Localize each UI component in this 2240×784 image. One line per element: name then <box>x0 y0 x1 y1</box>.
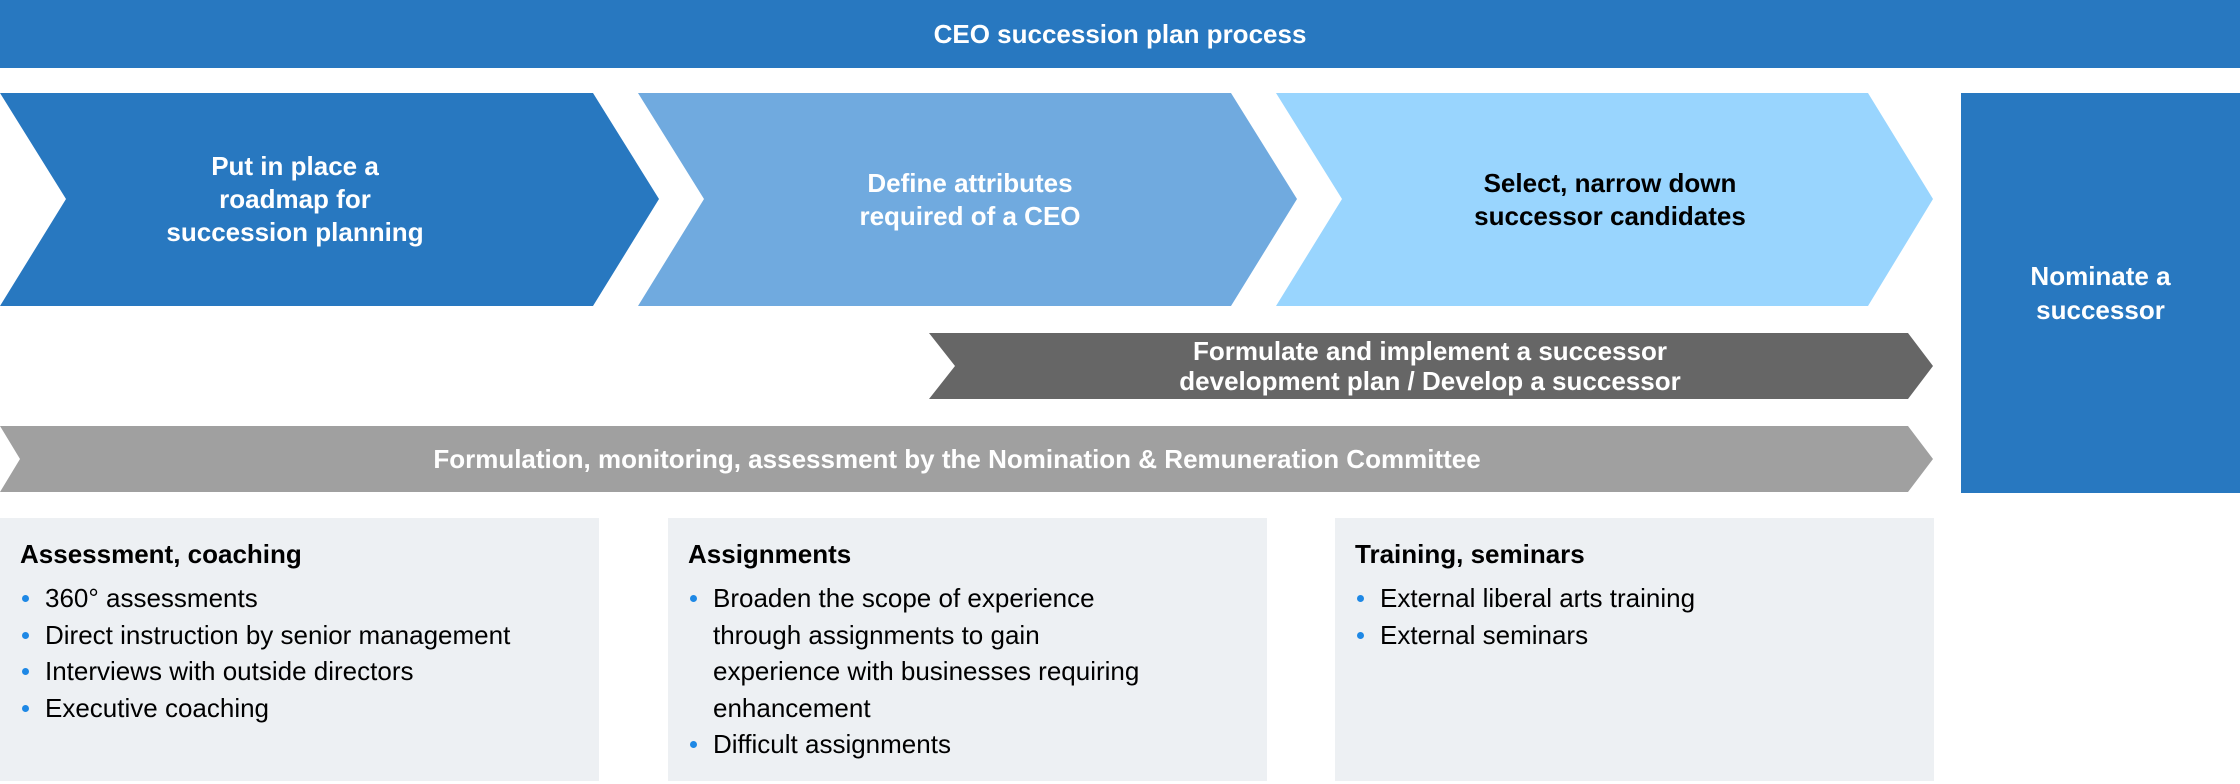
list-item: External liberal arts training <box>1355 580 1914 617</box>
box-title: Assessment, coaching <box>20 539 302 569</box>
page-title: CEO succession plan process <box>0 0 2240 68</box>
step-1-chevron <box>0 93 659 306</box>
box-assessment-coaching: Assessment, coaching 360° assessments Di… <box>0 518 599 781</box>
list-item-text: Broaden the scope of experience through … <box>713 583 1140 723</box>
bullet-list: 360° assessments Direct instruction by s… <box>20 580 579 726</box>
list-item-text: Direct instruction by senior management <box>45 619 511 650</box>
step-2-chevron <box>638 93 1297 306</box>
bullet-list: External liberal arts training External … <box>1355 580 1914 653</box>
bullet-icon <box>22 704 29 712</box>
list-item-text: Interviews with outside directors <box>45 656 414 686</box>
committee-bar-text: Formulation, monitoring, assessment by t… <box>433 443 1481 474</box>
box-title: Assignments <box>688 539 852 569</box>
list-item: Direct instruction by senior management <box>20 617 579 654</box>
list-item-text: External seminars <box>1380 619 1589 650</box>
step-3-chevron <box>1276 93 1933 306</box>
list-item-text: Difficult assignments <box>713 729 951 759</box>
committee-bar-label: Formulation, monitoring, assessment by t… <box>20 426 1894 492</box>
step-1-line-2: roadmap for <box>219 184 371 214</box>
bullet-icon <box>690 595 697 602</box>
box-title: Training, seminars <box>1355 539 1585 569</box>
final-step-line-2: successor <box>2036 295 2165 325</box>
final-step-line-1: Nominate a <box>2030 261 2171 291</box>
list-item-text: External liberal arts training <box>1380 583 1696 613</box>
bullet-icon <box>22 595 29 602</box>
bullet-icon <box>1357 595 1364 602</box>
step-3-line-1: Select, narrow down <box>1483 167 1737 198</box>
list-item: External seminars <box>1355 617 1914 654</box>
step-3-line-2: successor candidates <box>1474 200 1746 231</box>
development-line-2: development plan / Develop a successor <box>1179 366 1681 396</box>
final-step-nominate: Nominate a successor <box>1961 93 2240 493</box>
bullet-list: Broaden the scope of experience through … <box>688 580 1247 763</box>
step-3-label: Select, narrow down successor candidates <box>1410 93 1810 306</box>
list-item: Interviews with outside directors <box>20 653 579 690</box>
box-assignments: Assignments Broaden the scope of experie… <box>668 518 1267 781</box>
list-item-text: Executive coaching <box>45 692 270 723</box>
page-title-text: CEO succession plan process <box>933 18 1307 49</box>
list-item: Difficult assignments <box>688 726 1247 763</box>
step-1-line-1: Put in place a <box>211 151 379 181</box>
list-item: Executive coaching <box>20 690 579 727</box>
committee-bar-shape <box>0 426 1933 492</box>
step-2-line-1: Define attributes <box>867 167 1073 198</box>
step-1-line-3: succession planning <box>166 217 424 247</box>
bullet-icon <box>22 631 29 639</box>
step-2-line-2: required of a CEO <box>859 200 1081 231</box>
step-1-label: Put in place a roadmap for succession pl… <box>120 93 470 306</box>
step-2-label: Define attributes required of a CEO <box>770 93 1170 306</box>
list-item: 360° assessments <box>20 580 579 617</box>
box-training-seminars: Training, seminars External liberal arts… <box>1335 518 1934 781</box>
development-arrow-shape <box>929 333 1933 399</box>
bullet-icon <box>1357 631 1364 639</box>
list-item-text: 360° assessments <box>45 583 258 613</box>
bullet-icon <box>690 741 697 748</box>
bullet-icon <box>22 668 29 675</box>
list-item: Broaden the scope of experience through … <box>688 580 1153 726</box>
development-line-1: Formulate and implement a successor <box>1193 336 1667 366</box>
development-arrow-label: Formulate and implement a successor deve… <box>1110 333 1750 399</box>
